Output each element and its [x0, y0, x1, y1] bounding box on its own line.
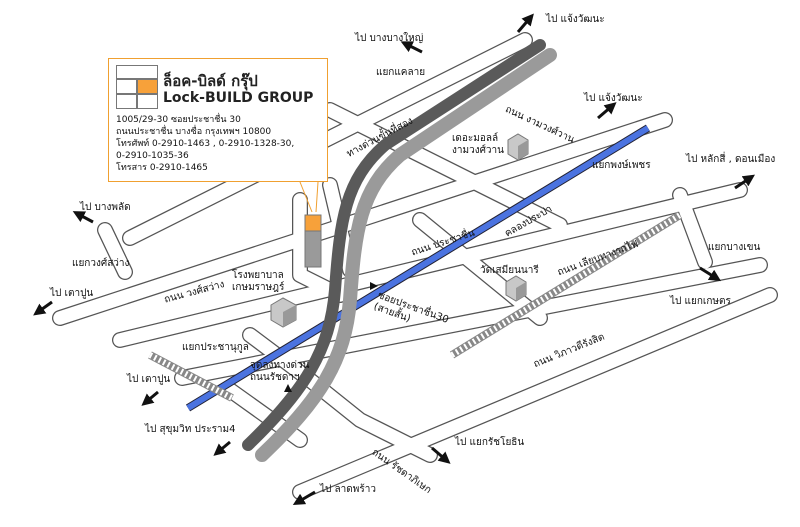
junction-label: แยกวงศ์สว่าง [72, 258, 130, 269]
company-building [304, 214, 322, 268]
place-label: เดอะมอลล์ งามวงศ์วาน [452, 133, 505, 156]
place-label: วัดเสมียนนารี [480, 265, 539, 276]
exit-marker-icon [284, 384, 292, 392]
company-address: 1005/29-30 ซอยประชาชื่น 30 ถนนประชาชื่น … [116, 114, 294, 174]
direction-label: ไป บางพลัด [80, 202, 131, 213]
direction-arrows [33, 13, 755, 506]
junction-label: แยกบางเขน [708, 242, 761, 253]
company-logo-icon [116, 65, 158, 109]
direction-label: ไป เตาปูน [50, 288, 94, 299]
mall-building [507, 133, 529, 161]
address-line: โทรสาร 0-2910-1465 [116, 163, 208, 173]
hospital-building [270, 297, 297, 328]
direction-label: ไป แยกเกษตร [670, 296, 731, 307]
place-label: โรงพยาบาล เกษมราษฎร์ [232, 270, 285, 293]
expressway [242, 39, 557, 462]
direction-label: ไป เตาปูน [127, 374, 171, 385]
direction-label: ไป สุขุมวิท ประราม4 [145, 424, 236, 435]
address-line: 1005/29-30 ซอยประชาชื่น 30 [116, 115, 241, 125]
railway [148, 211, 683, 402]
soi-marker-icon [370, 282, 378, 290]
exit-label: จุดลงทางด่วน ถนนรัชดาฯ [250, 360, 310, 383]
junction-label: แยกแคลาย [376, 67, 426, 78]
company-info-box: ล็อค-บิลด์ กรุ๊ป Lock-BUILD GROUP 1005/2… [108, 58, 328, 182]
direction-label: ไป แจ้งวัฒนะ [546, 14, 605, 25]
company-name-english: Lock-BUILD GROUP [163, 90, 314, 106]
company-name-thai: ล็อค-บิลด์ กรุ๊ป [163, 72, 258, 90]
direction-label: ไป ลาดพร้าว [320, 484, 376, 495]
junction-label: แยกพงษ์เพชร [592, 160, 651, 171]
direction-label: ไป หลักสี่ , ดอนเมือง [686, 154, 776, 165]
direction-label: ไป บางบางใหญ่ [355, 33, 424, 44]
direction-label: ไป แยกรัชโยธิน [455, 437, 525, 448]
direction-label: ไป แจ้งวัฒนะ [584, 93, 643, 104]
address-line: โทรศัพท์ 0-2910-1463 , 0-2910-1328-30, [116, 139, 295, 149]
junction-label: แยกประชานุกูล [182, 342, 249, 353]
wat-building [505, 275, 527, 302]
address-line: ถนนประชาชื่น บางซื่อ กรุงเทพฯ 10800 [116, 127, 272, 137]
address-line: 0-2910-1035-36 [116, 151, 189, 161]
